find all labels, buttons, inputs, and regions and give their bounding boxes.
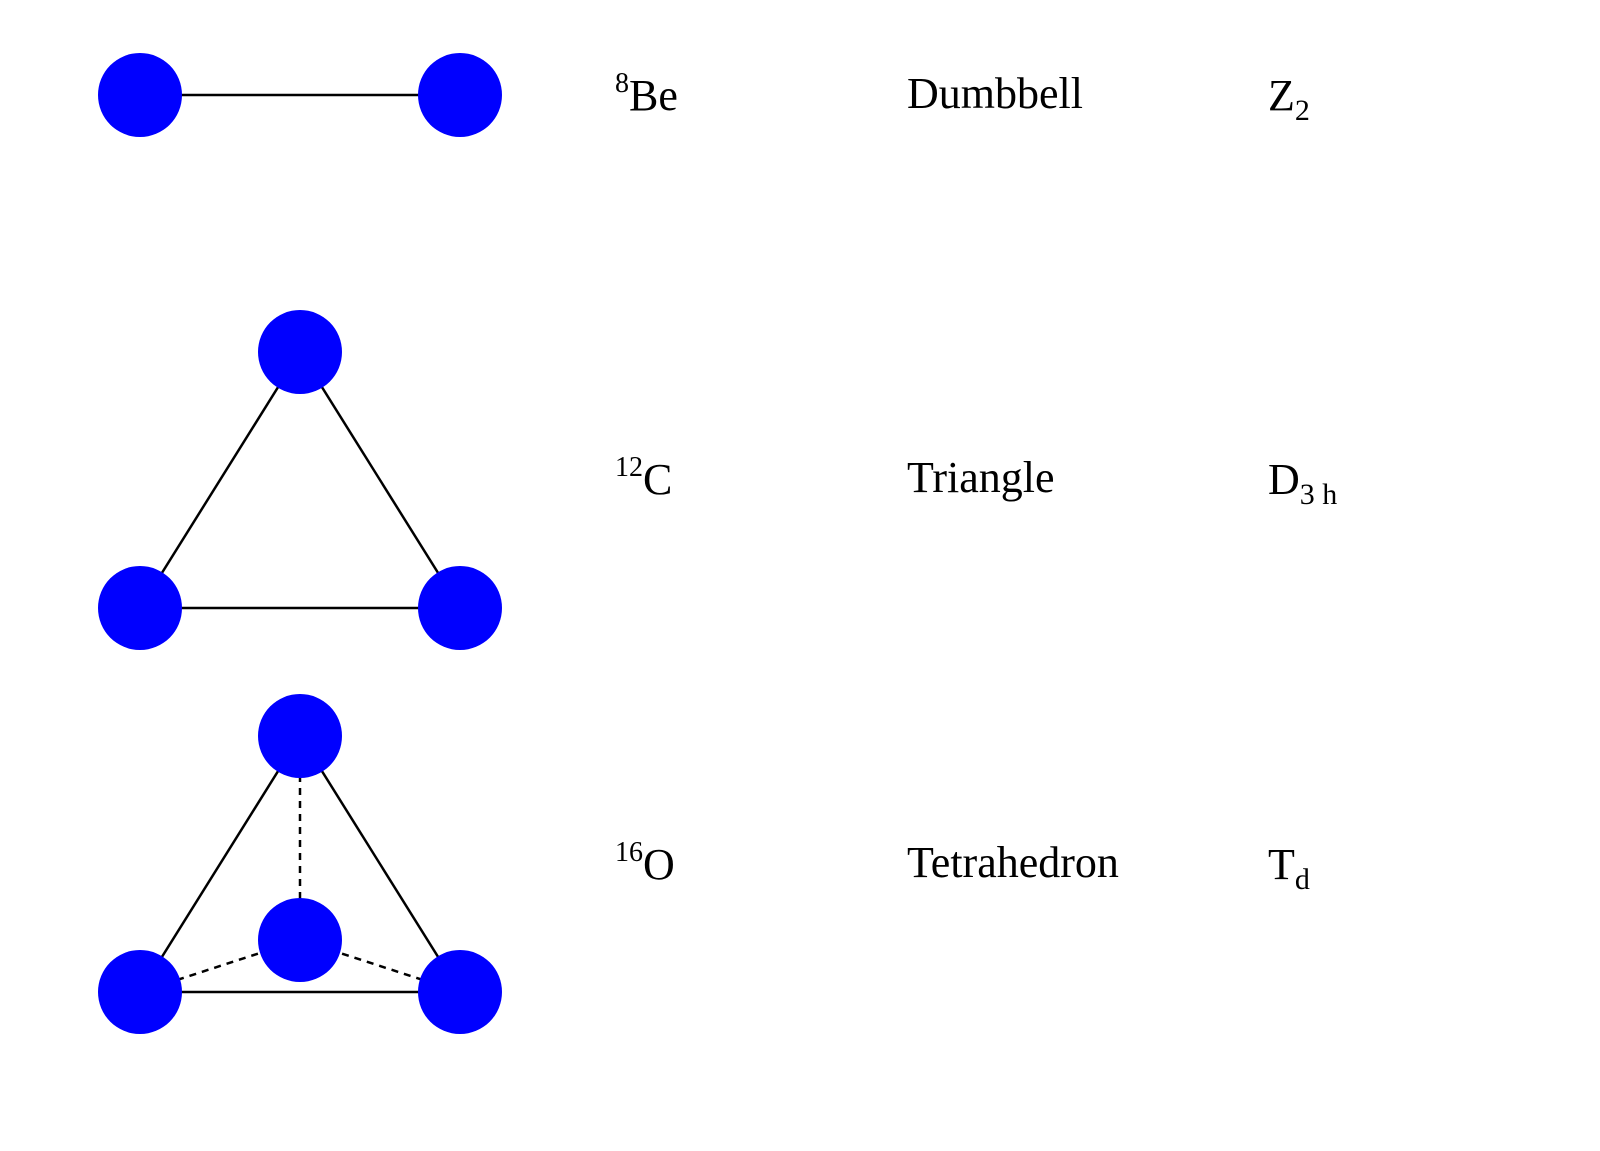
symmetry-group-label: Td <box>1268 840 1310 895</box>
symmetry-symbol: Z <box>1268 71 1295 120</box>
shape-label: Tetrahedron <box>907 838 1119 887</box>
nucleus-label: 12C <box>615 454 673 504</box>
triangle-diagram <box>98 310 502 650</box>
alpha-particle <box>418 950 502 1034</box>
bond-line <box>138 351 302 609</box>
alpha-particle <box>258 898 342 982</box>
symmetry-symbol: D <box>1268 455 1300 504</box>
dumbbell-diagram <box>98 53 502 137</box>
symmetry-group-label: Z2 <box>1268 71 1310 126</box>
shape-label: Dumbbell <box>907 69 1083 118</box>
mass-number: 12 <box>615 452 643 483</box>
bond-line <box>298 351 462 609</box>
alpha-particle <box>258 694 342 778</box>
symmetry-subscript: 2 <box>1294 94 1310 127</box>
nucleus-label: 8Be <box>615 70 678 120</box>
symmetry-group-label: D3 h <box>1268 455 1337 510</box>
alpha-particle <box>258 310 342 394</box>
symmetry-subscript: 3 h <box>1299 478 1338 511</box>
tetrahedron-diagram <box>98 694 502 1034</box>
alpha-particle <box>98 53 182 137</box>
mass-number: 8 <box>615 68 629 99</box>
alpha-particle <box>418 566 502 650</box>
element-symbol: O <box>643 840 675 889</box>
alpha-particle <box>98 950 182 1034</box>
symmetry-subscript: d <box>1294 863 1310 896</box>
element-symbol: C <box>643 455 673 504</box>
bond-line <box>298 735 462 993</box>
alpha-particle <box>98 566 182 650</box>
mass-number: 16 <box>615 837 643 868</box>
bond-line <box>138 735 302 993</box>
shape-label: Triangle <box>907 453 1055 502</box>
symmetry-symbol: T <box>1268 840 1295 889</box>
element-symbol: Be <box>629 71 678 120</box>
nucleus-label: 16O <box>615 839 675 889</box>
alpha-particle <box>418 53 502 137</box>
